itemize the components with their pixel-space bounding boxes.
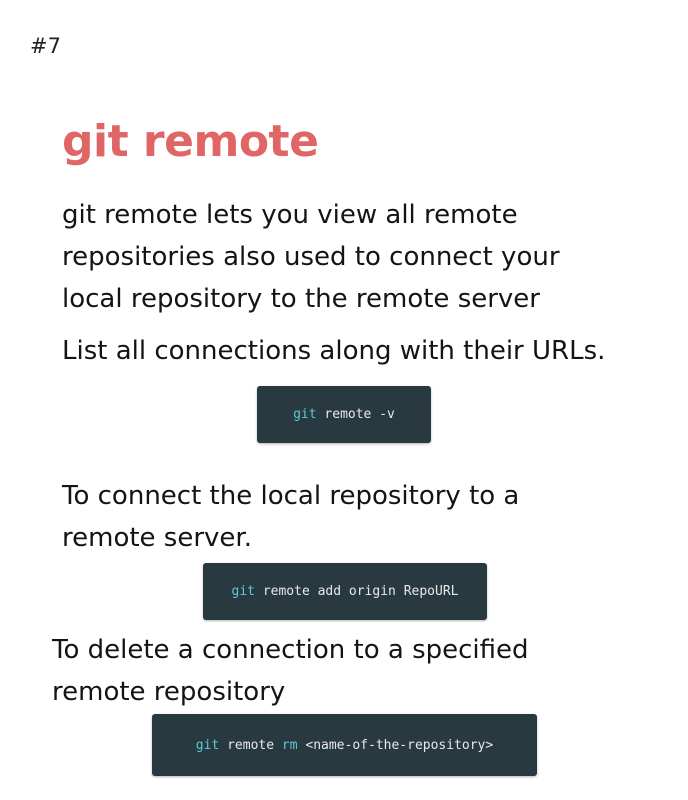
- code-command: git: [231, 584, 255, 599]
- code-block-add-remote: git remote add origin RepoURL: [203, 563, 487, 620]
- code-arguments: remote -v: [324, 407, 395, 422]
- intro-line: local repository to the remote server: [62, 284, 540, 314]
- heading-line: To connect the local repository to a: [62, 481, 520, 511]
- list-connections-heading: List all connections along with their UR…: [62, 330, 605, 372]
- heading-line: remote repository: [52, 677, 286, 707]
- slide-number: #7: [30, 34, 61, 58]
- heading-line: List all connections along with their UR…: [62, 336, 606, 366]
- heading-line: To delete a connection to a specified: [52, 635, 529, 665]
- code-placeholder: <name-of-the-repository>: [305, 737, 494, 753]
- page-title: git remote: [62, 116, 319, 167]
- intro-line: git remote lets you view all remote: [62, 200, 518, 230]
- delete-remote-heading: To delete a connection to a specified re…: [52, 629, 529, 713]
- heading-line: remote server.: [62, 523, 252, 553]
- code-block-remove-remote: git remote rm <name-of-the-repository>: [152, 714, 537, 776]
- code-arguments: remote: [227, 737, 275, 753]
- code-subcommand: rm: [281, 737, 298, 753]
- code-block-list-remotes: git remote -v: [257, 386, 431, 443]
- intro-paragraph: git remote lets you view all remote repo…: [62, 194, 560, 320]
- connect-remote-heading: To connect the local repository to a rem…: [62, 475, 519, 559]
- code-command: git: [195, 737, 220, 753]
- code-command: git: [293, 407, 317, 422]
- intro-line: repositories also used to connect your: [62, 242, 560, 272]
- code-arguments: remote add origin RepoURL: [262, 584, 459, 599]
